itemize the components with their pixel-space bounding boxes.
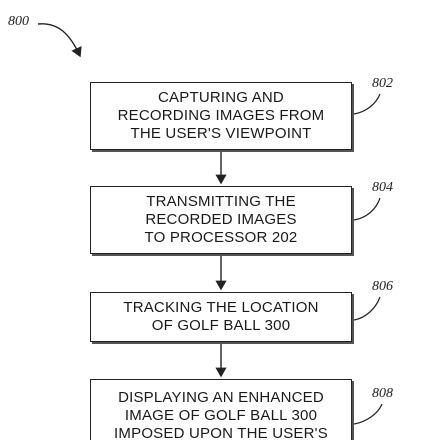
step-box-track: TRACKING THE LOCATION OF GOLF BALL 300	[90, 292, 352, 342]
step-ref-804: 804	[372, 180, 393, 195]
ref-leader-808	[353, 403, 383, 425]
step-2-line-2: RECORDED IMAGES	[145, 211, 297, 228]
step-4-line-2: IMAGE OF GOLF BALL 300	[124, 407, 318, 424]
step-ref-806: 806	[372, 279, 393, 294]
step-1-line-2: RECORDING IMAGES FROM	[117, 107, 325, 124]
step-ref-802: 802	[372, 76, 393, 91]
step-2-line-3: TO PROCESSOR 202	[144, 229, 298, 246]
step-4-line-1: DISPLAYING AN ENHANCED	[118, 389, 324, 406]
step-3-line-1: TRACKING THE LOCATION	[123, 299, 319, 316]
ref-leader-804	[353, 197, 381, 221]
step-box-display: DISPLAYING AN ENHANCED IMAGE OF GOLF BAL…	[90, 379, 352, 440]
step-ref-808: 808	[372, 386, 393, 401]
figure-pointer-arrow	[37, 23, 82, 58]
step-2-line-1: TRANSMITTING THE	[146, 193, 296, 210]
step-box-capture: CAPTURING AND RECORDING IMAGES FROM THE …	[90, 82, 352, 150]
step-1-line-1: CAPTURING AND	[158, 89, 284, 106]
step-4-line-3: IMPOSED UPON THE USER'S	[114, 425, 328, 440]
figure-number: 800	[8, 14, 29, 29]
step-3-line-2: OF GOLF BALL 300	[151, 317, 291, 334]
step-1-line-3: THE USER'S VIEWPOINT	[130, 125, 312, 142]
step-box-transmit: TRANSMITTING THE RECORDED IMAGES TO PROC…	[90, 186, 352, 254]
ref-leader-806	[353, 296, 381, 321]
ref-leader-802	[353, 93, 381, 115]
